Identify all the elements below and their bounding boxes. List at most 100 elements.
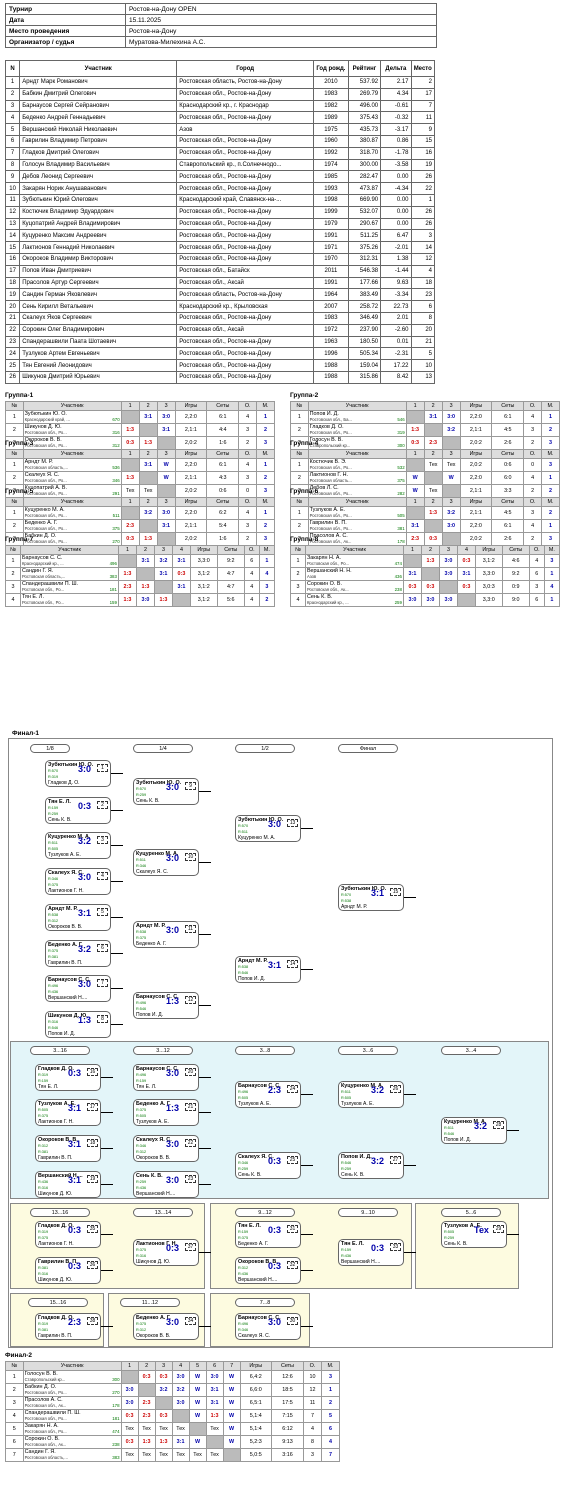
participant-cell: Гаврилин Владимир Петрович: [19, 134, 178, 148]
rating-a: R:312: [238, 1266, 249, 1270]
column-header: Сеты: [206, 449, 240, 459]
city-text: Ростовская обл., Ро...: [309, 526, 352, 531]
match-score: W: [412, 475, 418, 481]
match-number: 9: [185, 782, 196, 790]
score-cell: 3:0: [120, 1396, 139, 1410]
participant-cell: 1974: [313, 158, 349, 172]
match-score: Тех: [428, 462, 438, 468]
place-cell: 1: [540, 519, 561, 533]
column-header: О.: [303, 1361, 322, 1371]
city-text: Ростовская обл., Ак...: [309, 539, 352, 544]
rating-a: R:538: [48, 913, 59, 917]
place-cell: 3: [540, 436, 561, 450]
participant-cell: 17: [4, 264, 21, 278]
stat-cell: 6:1: [491, 519, 525, 533]
rating-a: R:496: [136, 1073, 147, 1077]
participant-cell: 532.07: [347, 205, 382, 219]
score-cell: W: [188, 1435, 207, 1449]
column-header: 2: [137, 1361, 156, 1371]
column-header: 2: [138, 497, 158, 507]
match-score: 3:1: [144, 414, 153, 420]
bracket-connector: [199, 1112, 211, 1113]
match-score: W: [412, 488, 418, 494]
player-a: Гладков Д. О.: [38, 1223, 74, 1229]
rating-b: R:375: [238, 1236, 249, 1240]
score-cell: 3:1: [156, 423, 176, 437]
match-score: 0:3: [462, 558, 471, 564]
rating-a: R:159: [341, 1248, 352, 1252]
city-text: Ростовская обл., Ро...: [24, 1429, 67, 1434]
bracket-connector: [111, 881, 123, 882]
info-key: Дата: [5, 14, 126, 26]
city-text: Краснодарский кр., ...: [306, 600, 349, 605]
column-header: №: [290, 449, 309, 459]
city-text: Ставропольский кр...: [309, 443, 351, 448]
player-b: Сень К. В.: [136, 798, 160, 804]
rating-b: R:259: [341, 1167, 352, 1171]
match-score: 3:1: [68, 1175, 82, 1185]
score-cell: 3:0: [402, 593, 422, 607]
score-cell: W: [405, 471, 425, 485]
stat-cell: 9:13: [270, 1435, 305, 1449]
row-number: 1: [5, 506, 24, 520]
player-b: Сень К. В.: [444, 1241, 468, 1247]
column-header: Сеты: [491, 449, 525, 459]
score-cell: W: [188, 1396, 207, 1410]
participant-cell: -1.78: [380, 146, 412, 160]
rating-b: R:375: [38, 1114, 49, 1118]
player-b: Лактионов Г. Н.: [38, 1119, 74, 1125]
score-cell: 3:2: [138, 506, 158, 520]
rating-a: R:346: [48, 877, 59, 881]
stat-cell: 6:1: [206, 458, 240, 472]
stat-cell: 9:2: [501, 567, 530, 581]
match-score: 3:0: [166, 1139, 180, 1149]
participant-cell: 537.92: [347, 76, 382, 89]
match-score: W: [229, 1426, 235, 1432]
participant-cell: Спандерашвили Паата Шотаевич: [19, 335, 178, 349]
column-header: 4: [171, 1361, 190, 1371]
column-header: Сеты: [501, 545, 530, 555]
score-cell: 3:0: [438, 593, 458, 607]
match-score: 1:3: [141, 584, 150, 590]
player-a: Куцуренко М. А.: [136, 851, 179, 857]
match-score: 1:3: [126, 427, 135, 433]
participant-cell: -0.32: [380, 111, 412, 125]
stat-cell: 4: [528, 554, 545, 568]
participant-cell: Скалеух Яков Сергеевич: [19, 311, 178, 325]
match-score: Тех: [193, 1452, 202, 1458]
column-header: Игры: [174, 401, 208, 411]
stat-cell: 4: [238, 410, 257, 424]
stat-cell: 2: [238, 436, 257, 450]
match-score: Тех: [428, 488, 438, 494]
player-a: Тян Е. Л.: [48, 799, 71, 805]
score-cell: 0:3: [405, 436, 425, 450]
player-rating: 546: [397, 417, 405, 422]
match-score: 1:3: [144, 440, 153, 446]
player-name: Дебов Л. С.: [309, 485, 339, 492]
score-cell: 1:3: [117, 567, 137, 581]
stat-cell: 3,1:2: [474, 554, 503, 568]
column-header: Игры: [239, 1361, 272, 1371]
player-b: Вершанский Н....: [136, 1191, 176, 1197]
column-header: N: [4, 60, 21, 77]
player-rating: 178: [112, 1403, 120, 1408]
rating-a: R:316: [48, 1020, 59, 1024]
rating-b: R:546: [48, 1026, 59, 1030]
